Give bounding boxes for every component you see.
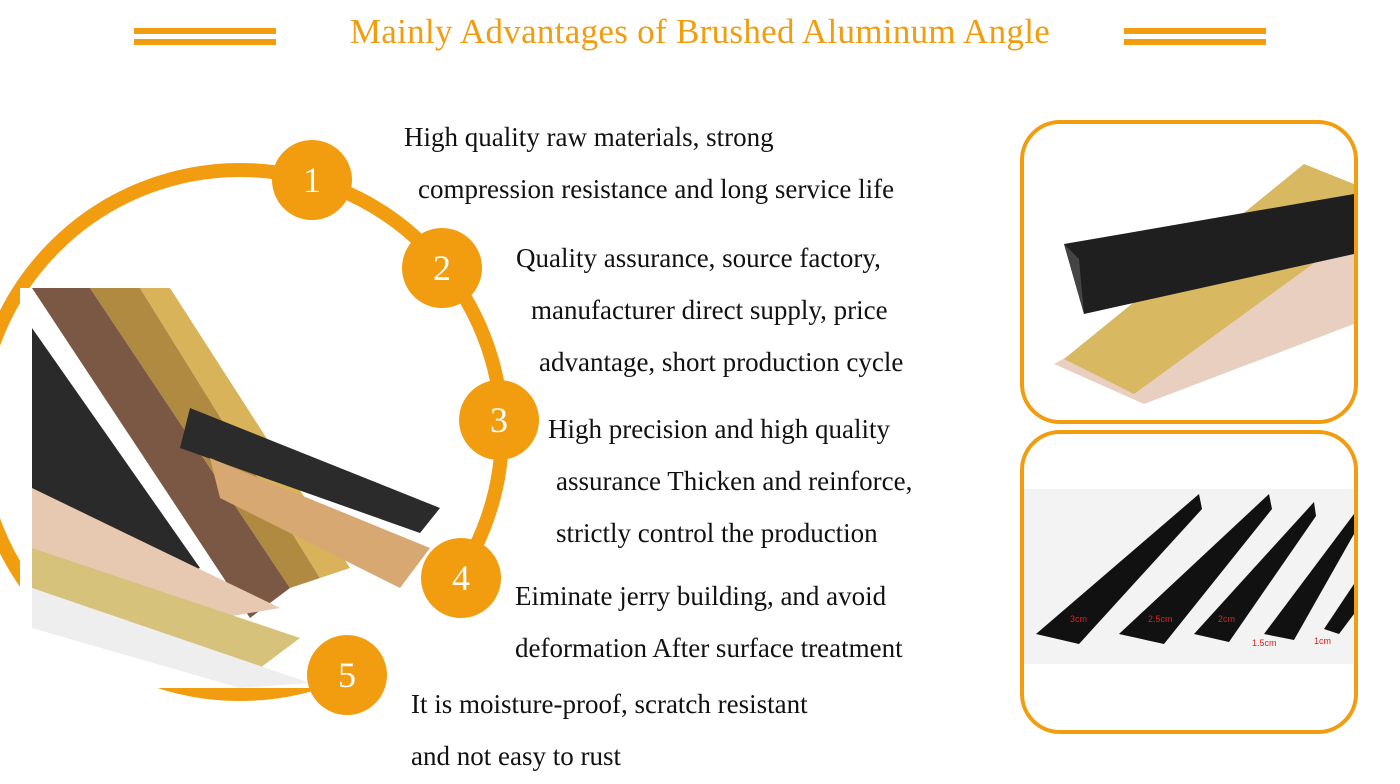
title-decoration-right — [1124, 28, 1266, 46]
advantage-4-line-1: Eiminate jerry building, and avoid — [515, 581, 887, 611]
page-title: Mainly Advantages of Brushed Aluminum An… — [349, 12, 1051, 51]
step-badge-1: 1 — [272, 140, 352, 220]
size-label-2-5cm: 2.5cm — [1148, 614, 1173, 624]
size-label-1cm: 1cm — [1314, 636, 1332, 646]
product-image-angles — [20, 288, 450, 688]
product-photo-colors — [1020, 120, 1358, 424]
advantage-5-line-2: and not easy to rust — [411, 741, 621, 771]
step-badge-4: 4 — [421, 538, 501, 618]
advantage-3-line-1: High precision and high quality — [548, 414, 890, 444]
title-decoration-left — [134, 28, 276, 46]
size-label-1-5cm: 1.5cm — [1252, 638, 1277, 648]
product-photo-sizes: 3cm 2.5cm 2cm 1.5cm 1cm — [1020, 430, 1358, 734]
step-badge-3: 3 — [459, 380, 539, 460]
advantage-1-line-2: compression resistance and long service … — [418, 174, 895, 204]
advantage-2-line-3: advantage, short production cycle — [539, 347, 904, 377]
advantage-1-line-1: High quality raw materials, strong — [404, 122, 774, 152]
step-badge-5: 5 — [307, 635, 387, 715]
advantage-5-line-1: It is moisture-proof, scratch resistant — [411, 689, 808, 719]
size-label-3cm: 3cm — [1070, 614, 1088, 624]
advantage-3-line-3: strictly control the production — [556, 518, 878, 548]
advantage-3-line-2: assurance Thicken and reinforce, — [556, 466, 913, 496]
step-badge-2: 2 — [402, 228, 482, 308]
advantage-4-line-2: deformation After surface treatment — [515, 633, 903, 663]
size-label-2cm: 2cm — [1218, 614, 1236, 624]
advantage-2-line-2: manufacturer direct supply, price — [531, 295, 888, 325]
advantage-2-line-1: Quality assurance, source factory, — [516, 243, 881, 273]
